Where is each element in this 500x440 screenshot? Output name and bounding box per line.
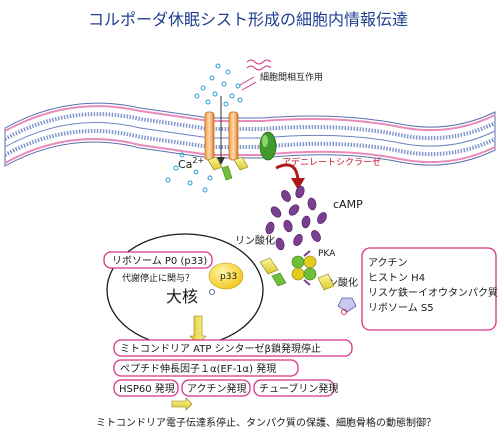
cell-membrane <box>4 102 496 167</box>
camp-molecules <box>265 185 327 251</box>
calcium-label: Ca2+ <box>178 156 204 171</box>
tubulin-expression-box <box>253 379 335 397</box>
protein-item: リボソーム S5 <box>368 302 434 314</box>
adenylate-cyclase <box>259 131 277 161</box>
camp-label: cAMP <box>333 198 363 211</box>
pka-enzyme <box>291 250 317 286</box>
metabolic-arrest-label: 代謝停止に関与？ <box>122 272 194 284</box>
pka-output-arrows <box>259 257 357 315</box>
conclusion-text: ミトコンドリア電子伝達系停止、タンパク質の保護、細胞骨格の動態制御？ <box>96 416 436 429</box>
cell-interaction-label: 細胞間相互作用 <box>260 71 323 83</box>
protein-item: アクチン <box>368 257 408 269</box>
phosphorylated-proteins-box <box>361 247 497 331</box>
protein-item: ヒストン H4 <box>368 272 425 284</box>
page-title: コルポーダ休眠シスト形成の細胞内情報伝達 <box>88 10 408 29</box>
ef1a-box <box>113 359 299 377</box>
tubulin-expression-label: チューブリン発現 <box>259 382 338 395</box>
p33-protein <box>208 262 244 295</box>
conclusion-arrow <box>171 397 193 411</box>
ca-signal-arrows <box>207 156 249 181</box>
adenylate-cyclase-label: アデニレートシクラーゼ <box>282 156 381 168</box>
p33-label: p33 <box>220 272 237 282</box>
calcium-channel <box>204 96 239 165</box>
ef1a-label: ペプチド伸長因子１α(EF-1α) 発現 <box>120 362 276 375</box>
pka-label: PKA <box>318 249 336 259</box>
macronucleus-label: 大核 <box>166 287 198 306</box>
phosphorylation-left-label: リン酸化 <box>235 234 275 247</box>
red-curved-arrow <box>275 163 300 181</box>
ribosome-p0-label: リボソーム P0 (p33) <box>112 255 207 267</box>
actin-expression-box <box>181 379 251 397</box>
atp-synthase-label: ミトコンドリア ATP シンターゼβ鎖発現停止 <box>120 342 321 355</box>
red-arrowhead <box>291 178 305 190</box>
cell-interaction-indicator <box>239 59 272 91</box>
calcium-ions <box>165 63 243 193</box>
hsp60-label: HSP60 発現 <box>119 382 175 395</box>
atp-synthase-box <box>113 339 353 357</box>
protein-item: リスケ鉄ーイオウタンパク質 <box>368 286 498 299</box>
ribosome-p0-box <box>103 251 213 269</box>
actin-expression-label: アクチン発現 <box>187 382 247 395</box>
hsp60-box <box>113 379 179 397</box>
